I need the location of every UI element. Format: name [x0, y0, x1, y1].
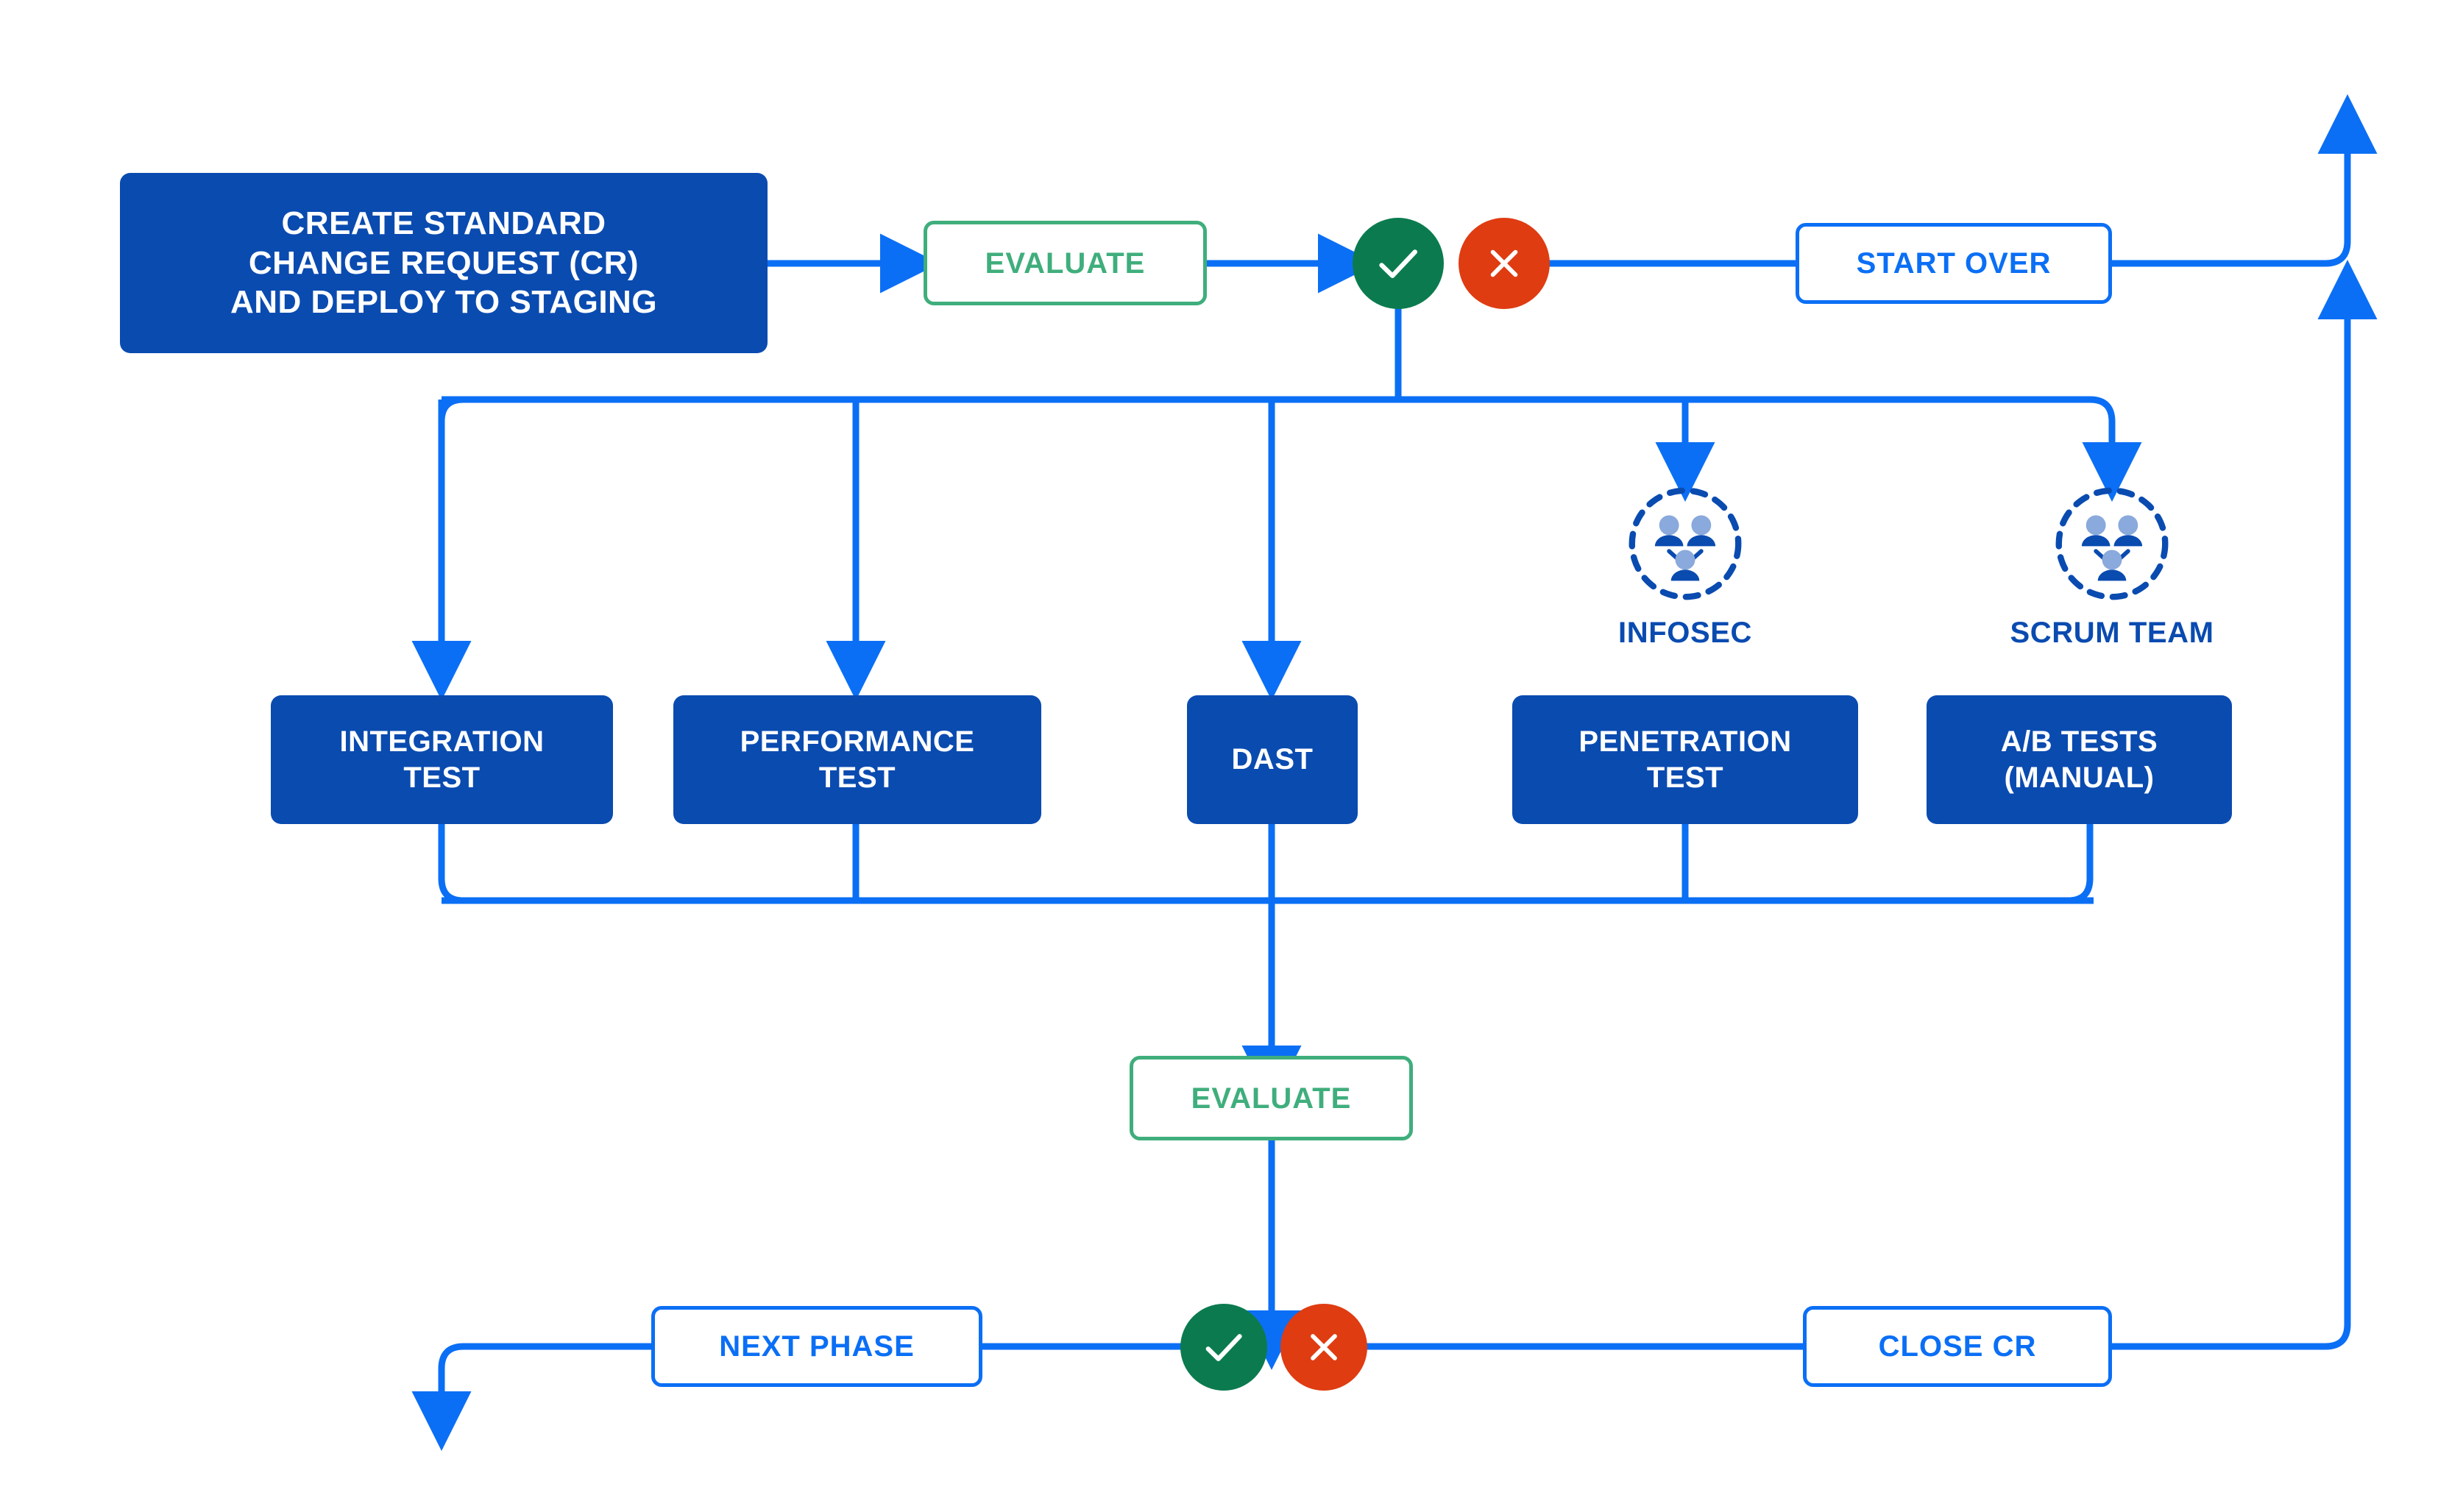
node-line: AND DEPLOY TO STAGING: [230, 284, 658, 321]
node-line: TEST: [403, 761, 481, 794]
cross-icon: [1280, 1304, 1367, 1391]
node-label: NEXT PHASE: [719, 1330, 915, 1363]
node-line: TEST: [818, 761, 896, 794]
node-close-cr[interactable]: CLOSE CR: [1803, 1306, 2112, 1387]
team-circle-icon: [2050, 482, 2174, 609]
team-circle-icon: [1623, 482, 1747, 609]
node-line: DAST: [1231, 743, 1314, 776]
actor-label: INFOSEC: [1618, 617, 1752, 649]
node-line: TEST: [1646, 761, 1724, 794]
node-start-over[interactable]: START OVER: [1796, 223, 2112, 304]
node-label: START OVER: [1856, 247, 2052, 280]
node-line: (MANUAL): [2004, 761, 2155, 794]
node-line: A/B TESTS: [2000, 725, 2158, 758]
node-penetration-test[interactable]: PENETRATION TEST: [1512, 695, 1858, 824]
node-line: INTEGRATION: [339, 725, 545, 758]
node-create-change-request[interactable]: CREATE STANDARD CHANGE REQUEST (CR) AND …: [120, 173, 768, 353]
node-dast[interactable]: DAST: [1187, 695, 1358, 824]
cross-icon: [1459, 218, 1550, 309]
check-icon: [1353, 218, 1444, 309]
node-line: CHANGE REQUEST (CR): [248, 244, 639, 281]
node-label: EVALUATE: [985, 246, 1146, 280]
node-label: CLOSE CR: [1878, 1330, 2037, 1363]
node-evaluate-top[interactable]: EVALUATE: [924, 221, 1207, 305]
node-label: EVALUATE: [1191, 1082, 1352, 1115]
node-ab-tests[interactable]: A/B TESTS (MANUAL): [1927, 695, 2232, 824]
node-line: CREATE STANDARD: [281, 205, 606, 241]
actor-scrum-team[interactable]: SCRUM TEAM: [2010, 482, 2214, 650]
node-line: PENETRATION: [1578, 725, 1792, 758]
actor-label: SCRUM TEAM: [2010, 617, 2214, 649]
actor-infosec[interactable]: INFOSEC: [1612, 482, 1759, 650]
check-icon: [1180, 1304, 1267, 1391]
node-integration-test[interactable]: INTEGRATION TEST: [271, 695, 613, 824]
node-line: PERFORMANCE: [740, 725, 975, 758]
node-next-phase[interactable]: NEXT PHASE: [651, 1306, 982, 1387]
node-evaluate-bottom[interactable]: EVALUATE: [1130, 1056, 1413, 1140]
node-performance-test[interactable]: PERFORMANCE TEST: [673, 695, 1041, 824]
